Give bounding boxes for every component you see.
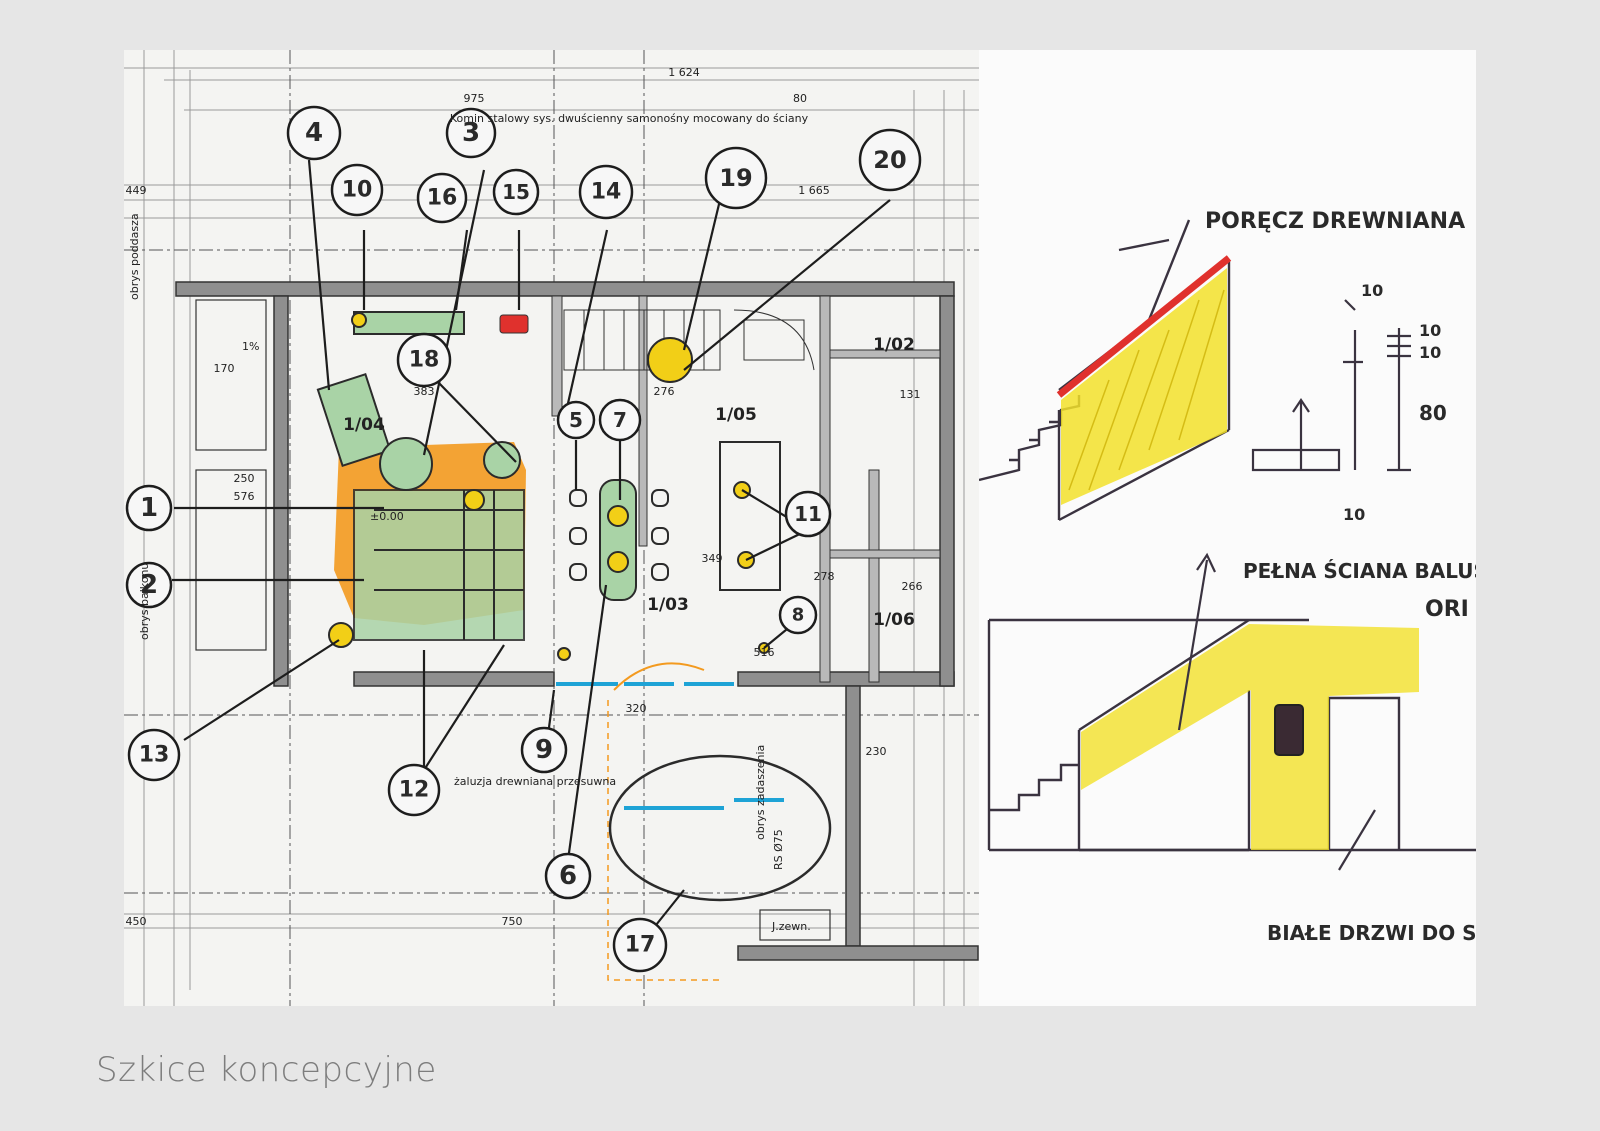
dim-266: 266 xyxy=(902,580,923,593)
room-label-1-06: 1/06 xyxy=(873,610,915,630)
dim-note-10a: 10 xyxy=(1361,281,1383,300)
dim-note-80: 80 xyxy=(1419,401,1447,425)
callout-19: 19 xyxy=(719,164,752,192)
dim-349: 349 xyxy=(702,552,723,565)
note-wooden-blind: żaluzja drewniana przesuwna xyxy=(454,775,616,788)
callout-6: 6 xyxy=(559,861,577,891)
callout-11: 11 xyxy=(794,502,822,526)
note-chimney: Komin stalowy sys. dwuścienny samonośny … xyxy=(450,112,809,125)
callout-10: 10 xyxy=(342,178,373,203)
callout-16: 16 xyxy=(427,186,458,211)
dim-1665: 1 665 xyxy=(798,184,830,197)
note-level: ±0.00 xyxy=(370,510,404,523)
dim-516: 516 xyxy=(754,646,775,659)
dim-278: 278 xyxy=(814,570,835,583)
callout-5: 5 xyxy=(569,408,583,432)
callout-8: 8 xyxy=(792,605,805,626)
dim-576: 576 xyxy=(234,490,255,503)
floor-plan-drawing: 1 2 3 4 5 6 7 8 9 10 11 12 13 14 15 16 1… xyxy=(124,50,979,1006)
note-roof-window: RS Ø75 xyxy=(772,829,785,870)
dim-80: 80 xyxy=(793,92,807,105)
dim-276: 276 xyxy=(654,385,675,398)
room-label-1-02: 1/02 xyxy=(873,335,915,355)
callout-3: 3 xyxy=(462,118,480,148)
dim-750: 750 xyxy=(502,915,523,928)
callout-12: 12 xyxy=(399,778,430,803)
dim-975: 975 xyxy=(464,92,485,105)
dim-450: 450 xyxy=(126,915,147,928)
callout-7: 7 xyxy=(613,408,627,432)
note-slope: 1% xyxy=(242,340,259,353)
dim-note-10c: 10 xyxy=(1419,343,1441,362)
callout-18: 18 xyxy=(409,348,440,373)
dim-320: 320 xyxy=(626,702,647,715)
callout-9: 9 xyxy=(535,735,553,765)
callout-17: 17 xyxy=(625,933,656,958)
label-door: BIAŁE DRZWI DO SPIŻARNI xyxy=(1267,921,1476,945)
dim-note-10b: 10 xyxy=(1419,321,1441,340)
stair-sketch-panel: 10 10 10 80 10 xyxy=(979,50,1476,1006)
dim-note-10d: 10 xyxy=(1343,505,1365,524)
stair-sketch-drawing: 10 10 10 80 10 xyxy=(979,209,1476,945)
dim-170: 170 xyxy=(214,362,235,375)
label-ori: ORI xyxy=(1425,597,1469,622)
callout-20: 20 xyxy=(873,146,906,174)
label-handrail: PORĘCZ DREWNIANA xyxy=(1205,209,1465,234)
room-label-1-03: 1/03 xyxy=(647,595,689,615)
note-canopy-outline: obrys zadaszenia xyxy=(754,745,767,840)
dim-230: 230 xyxy=(866,745,887,758)
callout-1: 1 xyxy=(140,493,158,523)
page-caption: Szkice koncepcyjne xyxy=(96,1050,437,1090)
dim-131: 131 xyxy=(900,388,921,401)
callout-2: 2 xyxy=(140,570,158,600)
callout-14: 14 xyxy=(591,180,622,205)
dim-449: 449 xyxy=(126,184,147,197)
drawing-sheet: 1 2 3 4 5 6 7 8 9 10 11 12 13 14 15 16 1… xyxy=(124,50,1476,1006)
label-wall: PEŁNA ŚCIANA BALUSTRADY xyxy=(1243,559,1476,583)
callout-4: 4 xyxy=(305,118,323,148)
room-label-1-05: 1/05 xyxy=(715,405,757,425)
room-label-1-04: 1/04 xyxy=(343,415,385,435)
callout-15: 15 xyxy=(502,180,530,204)
floor-plan-sketch: 1 2 3 4 5 6 7 8 9 10 11 12 13 14 15 16 1… xyxy=(124,50,979,1006)
dim-250: 250 xyxy=(234,472,255,485)
dim-1624: 1 624 xyxy=(668,66,700,79)
note-roof-outline: obrys poddasza xyxy=(128,213,141,300)
callout-13: 13 xyxy=(139,743,170,768)
note-balcony-outline: obrys balkonu xyxy=(138,563,151,640)
label-handrail-1: PORĘCZ DREWNIANA xyxy=(1205,209,1465,234)
dim-383: 383 xyxy=(414,385,435,398)
note-wall-ext: J.zewn. xyxy=(771,920,811,933)
